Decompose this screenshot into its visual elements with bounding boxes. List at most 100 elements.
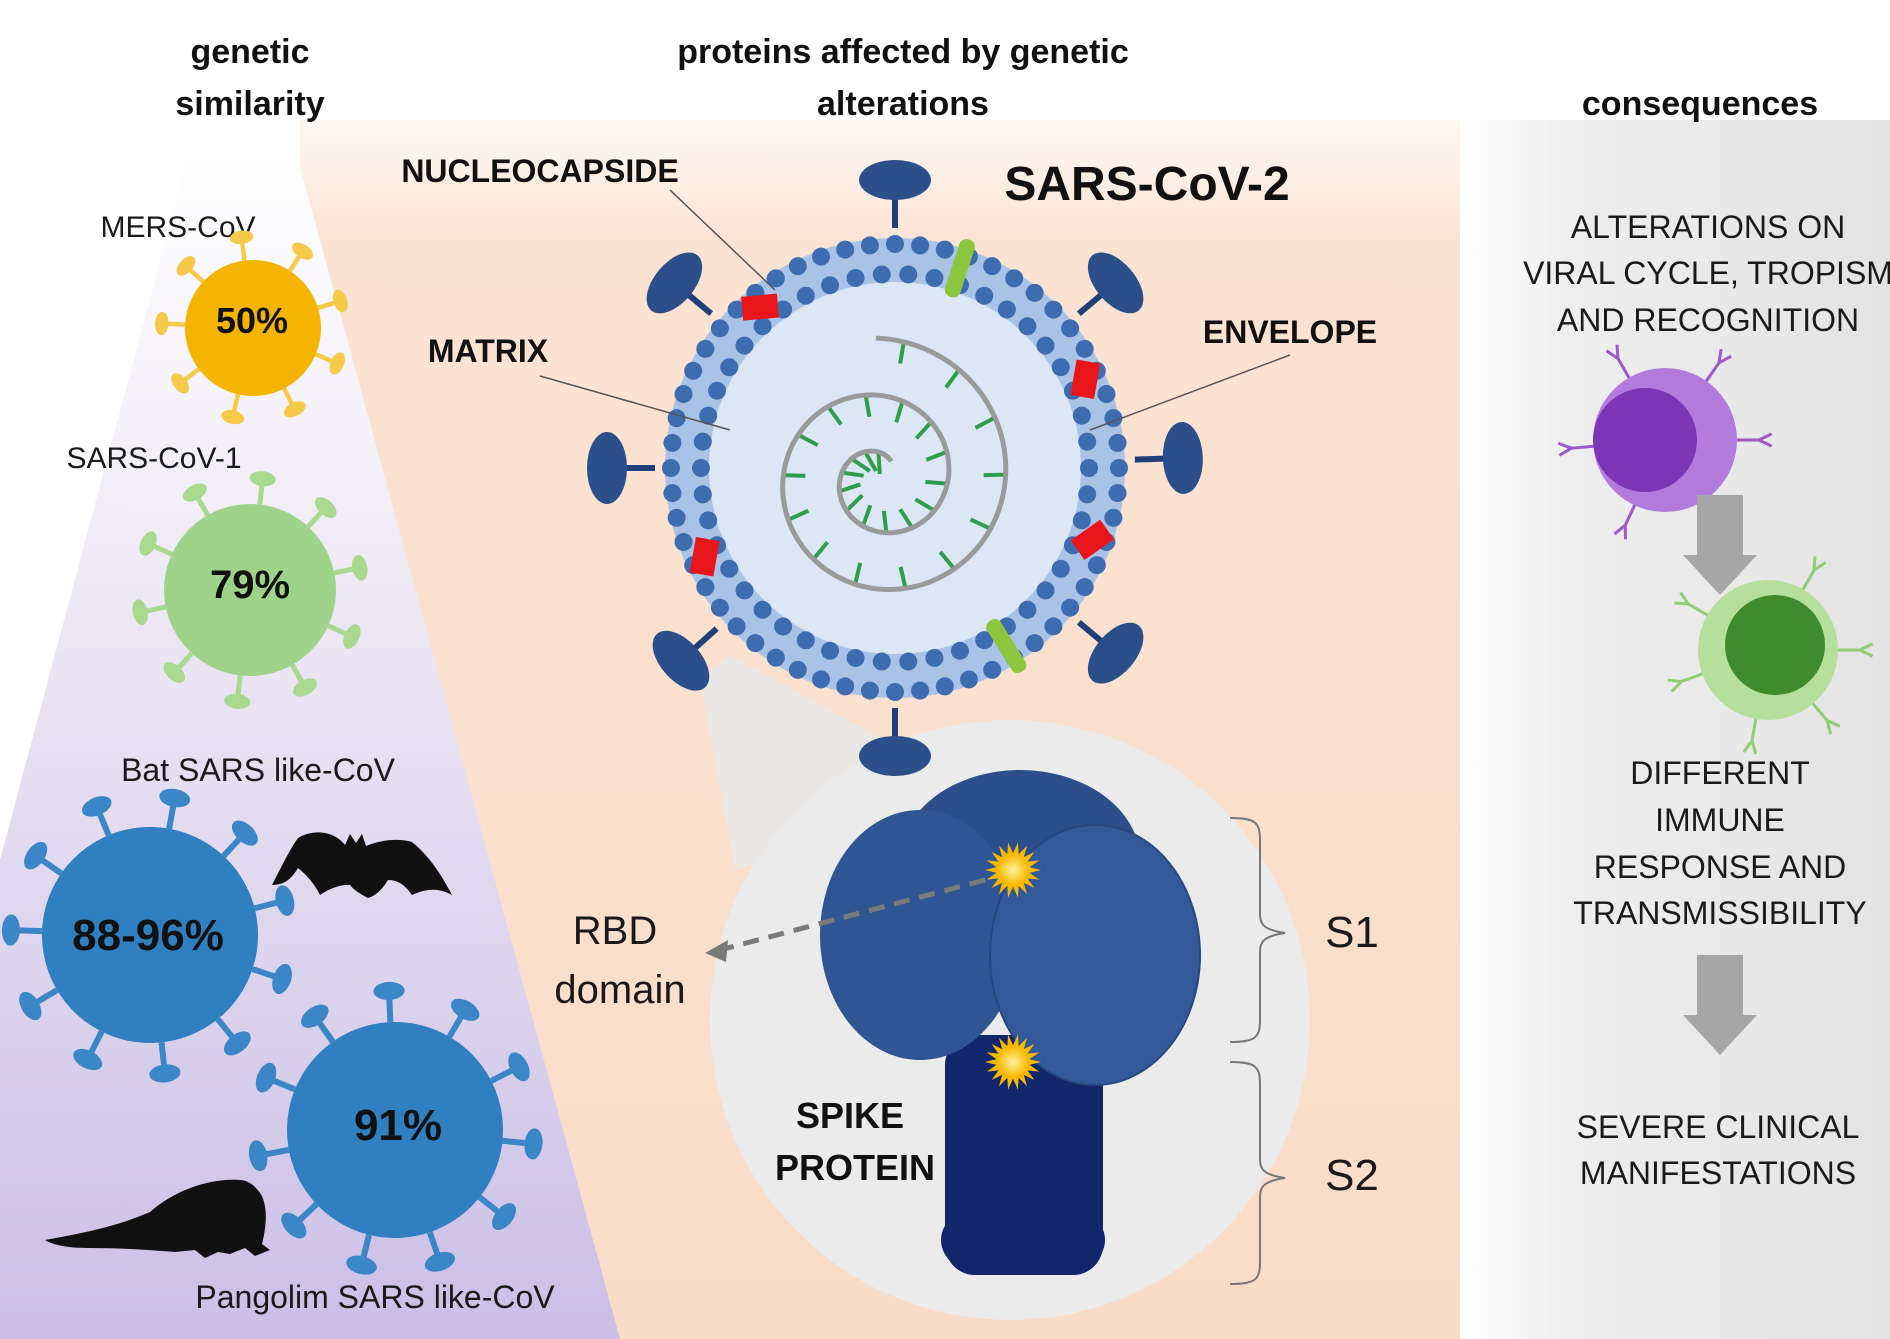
lipid-bead — [1036, 336, 1055, 355]
virus-spike-stalk — [187, 266, 205, 284]
virus-spike-stalk — [215, 1017, 237, 1042]
envelope-protein-marker — [1070, 359, 1101, 400]
receptor-stem — [1810, 701, 1829, 722]
rna-base-tick — [898, 508, 913, 528]
lipid-bead — [720, 358, 739, 377]
virus-spike-knob — [283, 401, 306, 418]
header-genetic-similarity-line1: genetic — [190, 33, 309, 71]
lipid-bead — [1005, 269, 1024, 288]
virus-spike-stalk — [221, 834, 244, 858]
virus-spike-knob — [249, 471, 276, 487]
lipid-bead — [1087, 556, 1106, 575]
spike-head-left — [820, 810, 1020, 1060]
lipid-bead — [1097, 385, 1116, 404]
virus-spike-stalk — [165, 321, 186, 327]
lipid-bead — [735, 336, 754, 355]
pangolim-sars-similarity: 91% — [354, 1101, 442, 1150]
virus-spike-knob — [343, 624, 361, 649]
virus-spike-knob — [176, 256, 196, 276]
spike-protein-label-line1: SPIKE — [796, 1095, 904, 1136]
rna-base-tick — [853, 562, 863, 583]
rna-base-tick — [938, 550, 955, 569]
lipid-bead — [935, 240, 954, 259]
receptor-branch — [1615, 344, 1620, 359]
virus-spike-knob — [224, 693, 251, 709]
matrix-protein-marker — [986, 619, 1027, 674]
lipid-bead — [836, 677, 855, 696]
rna-base-tick — [876, 453, 882, 475]
clinical-line2: MANIFESTATIONS — [1580, 1155, 1856, 1191]
envelope-leader — [1089, 354, 1291, 431]
virus-spike-stalk — [239, 240, 247, 261]
virus-spike-stalk — [235, 675, 243, 698]
virion-spike-stalk — [686, 292, 714, 317]
alterations-line2: VIRAL CYCLE, TROPISM — [1523, 255, 1890, 291]
virus-spike-knob — [373, 981, 405, 1000]
alterations-line3: AND RECOGNITION — [1557, 302, 1859, 338]
lipid-bead — [708, 381, 727, 400]
lipid-bead — [696, 578, 715, 597]
virus-spike-stalk — [446, 1012, 466, 1039]
mers-cov-group: MERS-CoV 50% — [100, 211, 348, 425]
lipid-bead — [796, 286, 815, 305]
lipid-bead — [727, 617, 746, 636]
virus-spike-stalk — [95, 809, 112, 837]
lipid-bead — [667, 508, 686, 527]
lipid-bead — [1072, 511, 1091, 530]
envelope-protein-marker — [689, 536, 720, 577]
receptor-branch — [1558, 446, 1573, 457]
virus-spike-knob — [272, 963, 292, 995]
receptor-branch — [1750, 740, 1758, 755]
consequences-panel-background — [1460, 120, 1890, 1339]
virus-spike-knob — [154, 311, 169, 336]
virion-spike-head — [1162, 421, 1203, 494]
envelope-label: ENVELOPE — [1203, 314, 1377, 350]
mers-cov-virus-icon — [154, 230, 348, 425]
envelope-protein-marker — [741, 293, 779, 321]
lipid-bead — [997, 300, 1016, 319]
virus-body — [185, 260, 321, 396]
virus-spike-stalk — [150, 542, 173, 557]
lipid-bead — [950, 641, 969, 660]
sunburst-core — [997, 854, 1029, 886]
s1-brace — [1229, 817, 1286, 1043]
virus-spike-stalk — [181, 367, 201, 383]
rbd-dashed-arrow-line — [719, 877, 986, 953]
receptor-stem — [1571, 444, 1596, 450]
sars-cov-1-virus-icon — [132, 471, 368, 709]
lipid-bead — [746, 634, 765, 653]
pangolin-icon — [45, 1179, 270, 1258]
lipid-bead — [774, 617, 793, 636]
rna-base-tick — [974, 416, 995, 430]
virus-spike-stalk — [314, 352, 335, 365]
lipid-bead — [1018, 600, 1037, 619]
rna-base-tick — [925, 479, 946, 486]
virus-spike-knob — [301, 1004, 329, 1028]
spike-head-right — [989, 824, 1201, 1086]
virus-spike-stalk — [251, 966, 279, 981]
receptor-stem — [1623, 502, 1637, 526]
receptor-branch — [1758, 438, 1773, 448]
bat-sars-virus-icon — [1, 788, 295, 1083]
virus-spike-knob — [139, 531, 157, 556]
lipid-bead — [1108, 433, 1127, 452]
nucleocapside-label: NUCLEOCAPSIDE — [401, 153, 678, 189]
virion-spike-head — [652, 630, 710, 691]
lipid-bead — [1051, 358, 1070, 377]
rna-base-tick — [827, 407, 843, 426]
lipid-bead — [1075, 339, 1094, 358]
lipid-bead — [788, 257, 807, 276]
s2-label: S2 — [1325, 1151, 1379, 1200]
receptor-branch — [1667, 678, 1682, 683]
receptor-branch — [1674, 601, 1689, 606]
virus-body — [287, 1022, 503, 1238]
rna-base-tick — [898, 566, 908, 587]
virion-spike-stalk — [1076, 292, 1104, 317]
lipid-bead — [1018, 317, 1037, 336]
virus-spike-knob — [223, 1031, 251, 1056]
lipid-bead — [1110, 459, 1128, 477]
lipid-bead — [674, 385, 693, 404]
sars-cov-1-label: SARS-CoV-1 — [66, 442, 241, 475]
lipid-bead — [812, 247, 831, 266]
virus-spike-knob — [132, 599, 149, 626]
